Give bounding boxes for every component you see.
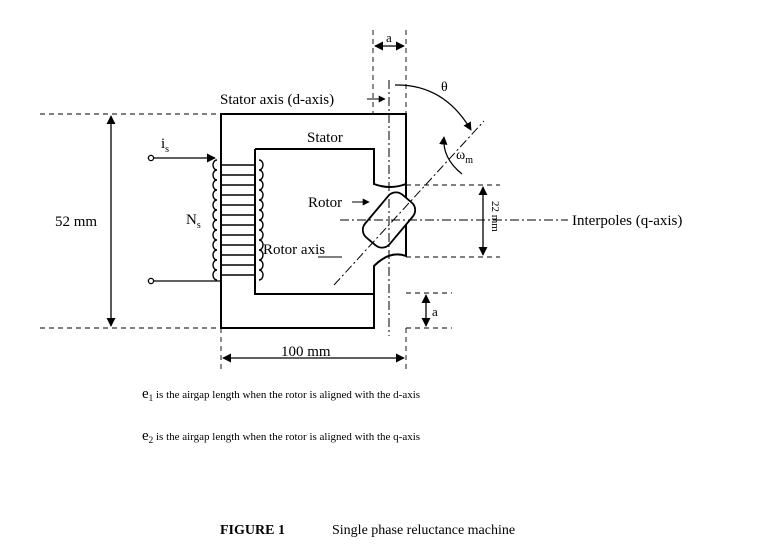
figure-number: FIGURE 1 [220,523,285,538]
height-dim-label: 52 mm [55,214,97,230]
rotor-axis-label: Rotor axis [263,242,325,258]
stator-winding-coil [212,159,264,281]
terminal-leads [147,153,221,285]
figure-title: Single phase reluctance machine [332,523,516,538]
stator-label: Stator [307,130,343,146]
airgap-note-e1: e1 is the airgap length when the rotor i… [142,386,421,404]
axis-lines [333,80,568,336]
omega-label: ωm [456,148,473,166]
turns-label: Ns [186,212,201,231]
terminal-bottom [147,277,155,285]
interpoles-label: Interpoles (q-axis) [572,213,682,229]
dimension-arrows [106,41,488,363]
airgap-note-e2: e2 is the airgap length when the rotor i… [142,428,421,446]
a-right-label: a [432,304,438,319]
a-top-label: a [386,30,392,45]
rotor-label: Rotor [308,195,342,211]
gap-dim-label: 22 mm [489,201,501,232]
rotor-axis-line [333,120,485,286]
stator-axis-label: Stator axis (d-axis) [220,92,334,108]
theta-arc [394,84,472,131]
stator-core-inner [255,148,407,188]
width-dim-label: 100 mm [281,344,331,360]
current-label: is [161,136,169,155]
omega-arc [439,136,463,175]
terminal-top [147,154,155,162]
stator-core-outer [220,113,407,329]
theta-label: θ [441,80,448,95]
stator-core-inner-lower [254,149,375,295]
extension-lines [40,30,500,370]
